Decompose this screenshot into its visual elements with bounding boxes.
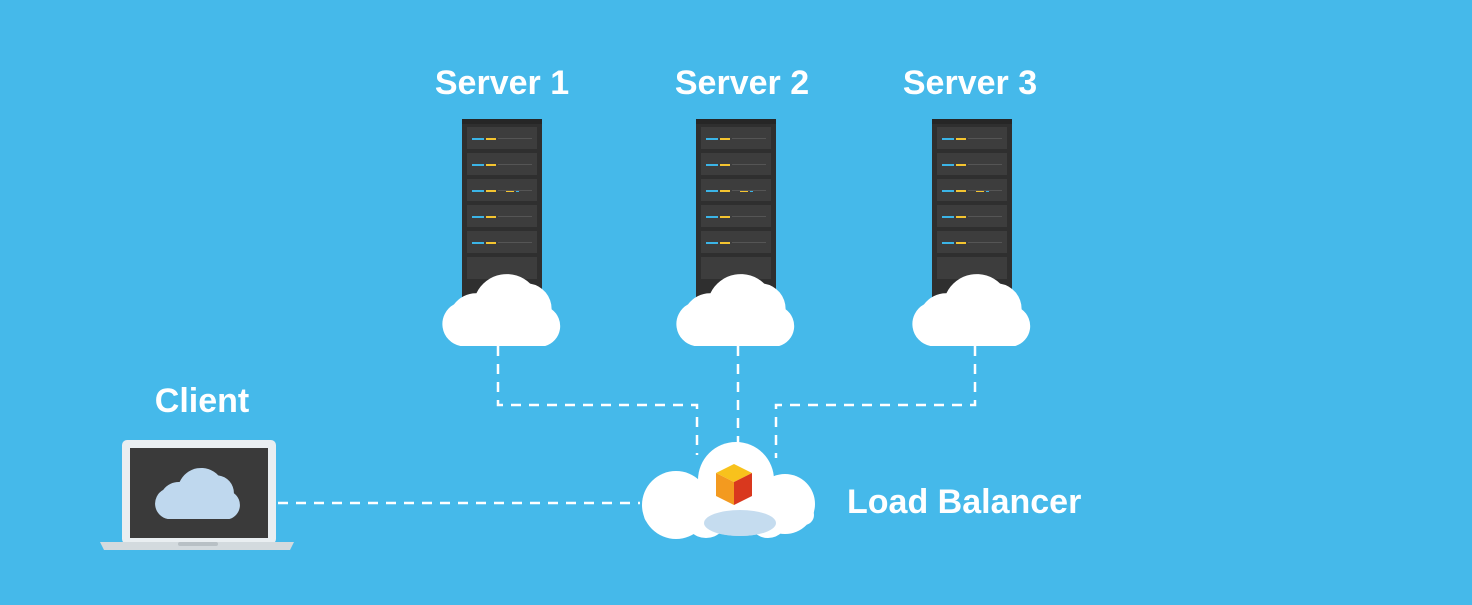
laptop-cloud (155, 467, 240, 519)
rack-led-yellow (956, 138, 966, 140)
rack-slot-line (498, 190, 532, 191)
connector-server-1 (496, 346, 699, 455)
rack-slot-line (968, 216, 1002, 217)
rack-slot-line (498, 216, 532, 217)
cube-left (716, 473, 734, 505)
server-cloud (676, 274, 795, 346)
rack-slot-line (732, 242, 766, 243)
rack-led-blue (942, 164, 954, 166)
rack-led-blue (706, 242, 718, 244)
rack-led-yellow (486, 138, 496, 140)
load-balancer-group (642, 442, 815, 539)
laptop-notch (178, 542, 218, 546)
server-1-label: Server 1 (434, 64, 570, 102)
cloud-icon (442, 274, 561, 346)
laptop-icon (100, 440, 294, 550)
rack-slot-line (498, 164, 532, 165)
rack-led-yellow (720, 242, 730, 244)
rack-led-blue (472, 216, 484, 218)
rack-slot-line (732, 216, 766, 217)
rack-led-blue (472, 242, 484, 244)
rack-led-blue (472, 138, 484, 140)
rack-led-yellow (486, 242, 496, 244)
rack-led-blue (942, 216, 954, 218)
server-2 (676, 119, 795, 346)
rack-slot (467, 257, 537, 279)
rack-top (462, 119, 542, 124)
rack-slot (937, 257, 1007, 279)
rack-led-blue (472, 164, 484, 166)
rack-slot (701, 257, 771, 279)
rack-led-yellow (720, 216, 730, 218)
cloud-icon (676, 274, 795, 346)
rack-led-blue (706, 190, 718, 192)
cloud-icon (642, 442, 815, 539)
server-cloud (912, 274, 1031, 346)
rack-slot-line (968, 138, 1002, 139)
rack-slot-line (732, 138, 766, 139)
rack-led-blue (706, 216, 718, 218)
rack-slot-line (498, 138, 532, 139)
cube-icon (716, 464, 752, 505)
rack-slot-line (968, 164, 1002, 165)
server-3 (912, 119, 1031, 346)
rack-top (932, 119, 1012, 124)
rack-led-yellow (720, 190, 730, 192)
rack-led-yellow (956, 216, 966, 218)
rack-led-yellow (720, 164, 730, 166)
cube-right (734, 473, 752, 505)
rack-led-yellow (486, 216, 496, 218)
load-balancer-label: Load Balancer (847, 483, 1082, 521)
server-cloud (442, 274, 561, 346)
client-group (100, 440, 294, 550)
server-1 (442, 119, 561, 346)
server-3-label: Server 3 (902, 64, 1038, 102)
rack-led-blue (706, 138, 718, 140)
lb-cloud-inner-shade (704, 510, 776, 536)
rack-led-blue (472, 190, 484, 192)
rack-slot-line (968, 190, 1002, 191)
rack-led-blue (942, 190, 954, 192)
rack-led-yellow (956, 190, 966, 192)
client-label: Client (154, 382, 250, 420)
rack-led-yellow (486, 164, 496, 166)
server-2-label: Server 2 (674, 64, 810, 102)
rack-led-blue (942, 242, 954, 244)
rack-slot-line (498, 242, 532, 243)
server-rack-icon (932, 119, 1012, 304)
cloud-icon (912, 274, 1031, 346)
rack-led-blue (706, 164, 718, 166)
server-group (442, 119, 1031, 346)
server-rack-icon (696, 119, 776, 304)
rack-slot-line (732, 164, 766, 165)
rack-slot-line (732, 190, 766, 191)
rack-led-yellow (956, 164, 966, 166)
rack-led-yellow (956, 242, 966, 244)
rack-led-yellow (486, 190, 496, 192)
connector-server-3 (774, 346, 977, 458)
rack-led-blue (942, 138, 954, 140)
rack-slot-line (968, 242, 1002, 243)
connector-lines (278, 346, 977, 505)
rack-led-yellow (720, 138, 730, 140)
cloud-icon (155, 467, 240, 519)
rack-top (696, 119, 776, 124)
server-rack-icon (462, 119, 542, 304)
